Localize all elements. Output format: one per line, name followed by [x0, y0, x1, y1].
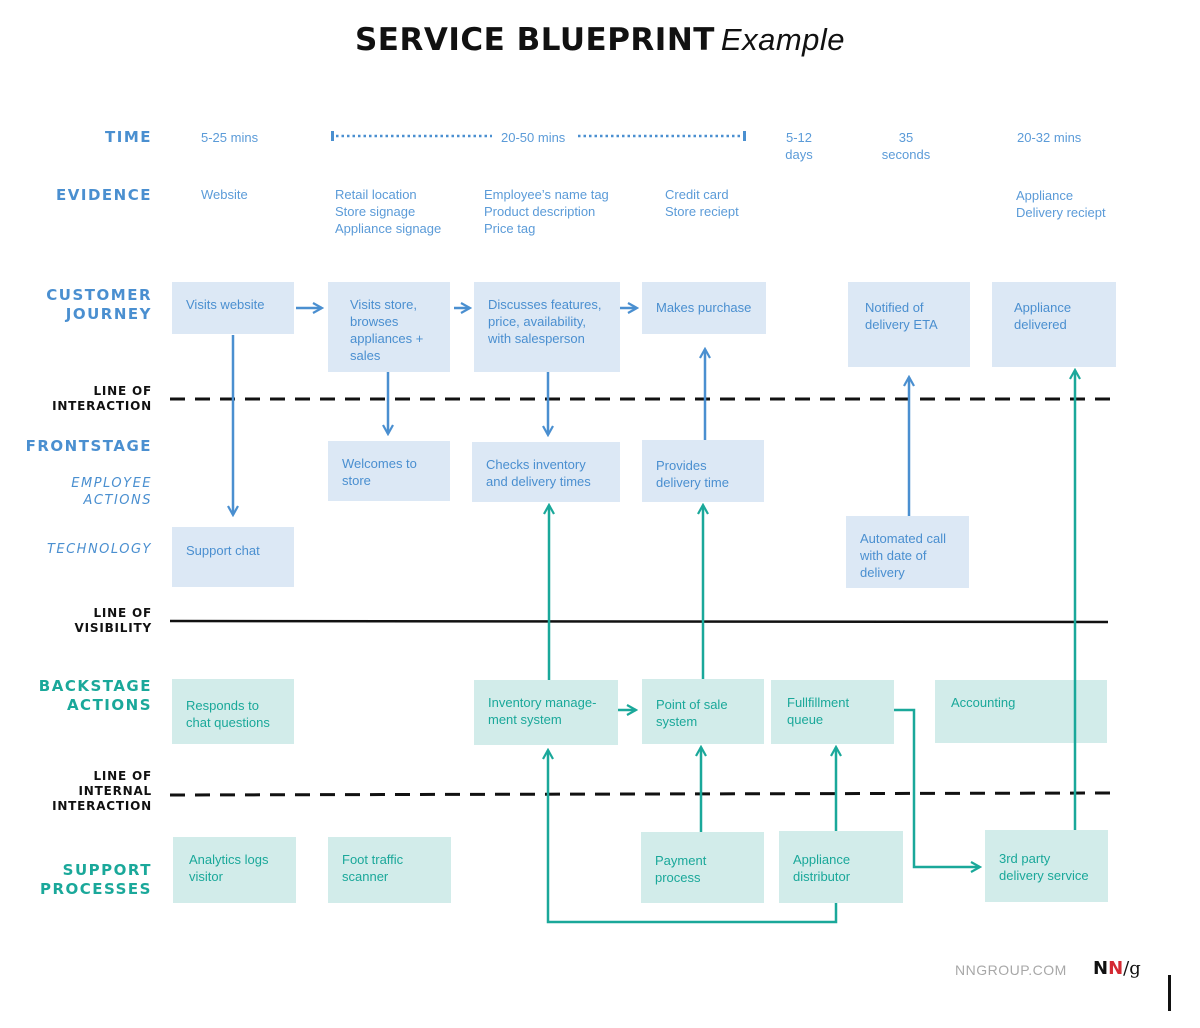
row-label-line: ACTIONS	[66, 696, 152, 714]
employee-action: Welcomes to store	[328, 441, 450, 501]
backstage-action: Point of sale system	[642, 679, 764, 744]
row-label-support-processes: SUPPORT PROCESSES	[40, 861, 152, 899]
row-label-line: BACKSTAGE	[38, 677, 152, 695]
employee-action: Provides delivery time	[642, 440, 764, 502]
row-label-line: LINE OF	[93, 606, 152, 620]
logo-rest: /g	[1123, 958, 1141, 979]
time-col1: 5-25 mins	[201, 130, 259, 145]
line-of-internal-interaction	[169, 791, 1111, 797]
row-label-line: PROCESSES	[39, 880, 152, 898]
time-line: days	[785, 147, 813, 162]
row-label-line: CUSTOMER	[46, 286, 152, 304]
row-label-line: LINE OF	[93, 769, 152, 783]
time-col6: 20-32 mins	[1017, 130, 1082, 145]
row-label-line: INTERACTION	[52, 399, 152, 413]
support-process: 3rd party delivery service	[985, 830, 1108, 902]
evidence-item: Employee’s name tag	[484, 187, 609, 202]
evidence-col6: Appliance Delivery reciept	[1016, 187, 1106, 221]
footer-site: NNGROUP.COM	[955, 962, 1067, 978]
support-process: Appliance distributor	[779, 831, 903, 903]
row-label-line: EMPLOYEE	[71, 476, 152, 491]
title-italic: Example	[720, 22, 846, 57]
time-col4: 5-12 days	[781, 129, 817, 163]
customer-journey-step: Discusses features, price, availability,…	[474, 282, 620, 372]
row-label-frontstage: FRONTSTAGE	[25, 437, 152, 455]
evidence-item: Retail location	[335, 187, 417, 202]
evidence-item: Delivery reciept	[1016, 205, 1106, 220]
backstage-action: Inventory manage-ment system	[474, 680, 618, 745]
evidence-item: Appliance signage	[335, 221, 442, 236]
time-line: 35	[898, 130, 914, 145]
time-col5: 35 seconds	[876, 129, 936, 163]
row-label-line: SUPPORT	[62, 861, 152, 879]
row-label-line-of-interaction: LINE OF INTERACTION	[52, 384, 152, 414]
row-label-line: VISIBILITY	[74, 621, 152, 635]
time-span: 20-50 mins	[501, 130, 566, 145]
evidence-item: Website	[201, 187, 248, 202]
evidence-item: Appliance	[1016, 188, 1074, 203]
logo-n2: N	[1108, 958, 1124, 979]
row-label-employee-actions: EMPLOYEE ACTIONS	[71, 475, 152, 509]
backstage-action: Accounting	[935, 680, 1107, 743]
evidence-col1: Website	[201, 186, 248, 203]
backstage-action: Fullfillment queue	[771, 680, 894, 744]
customer-journey-step: Appliance delivered	[992, 282, 1116, 367]
support-process: Foot traffic scanner	[328, 837, 451, 903]
row-label-line: LINE OF	[93, 384, 152, 398]
row-label-evidence: EVIDENCE	[56, 186, 152, 204]
evidence-item: Product description	[484, 204, 596, 219]
evidence-item: Credit card	[665, 187, 729, 202]
row-label-line: INTERACTION	[52, 799, 152, 813]
evidence-col4: Credit card Store reciept	[665, 186, 739, 220]
customer-journey-step: Visits store, browses appliances + sales	[328, 282, 450, 372]
customer-journey-step: Visits website	[172, 282, 294, 334]
technology-item: Automated call with date of delivery	[846, 516, 969, 588]
evidence-col3: Employee’s name tag Product description …	[484, 186, 609, 237]
employee-action: Checks inventory and delivery times	[472, 442, 620, 502]
row-label-line: ACTIONS	[83, 493, 152, 508]
backstage-action: Responds to chat questions	[172, 679, 294, 744]
evidence-item: Price tag	[484, 221, 536, 236]
customer-journey-step: Makes purchase	[642, 282, 766, 334]
row-label-customer-journey: CUSTOMER JOURNEY	[46, 286, 152, 324]
support-process: Payment process	[641, 832, 764, 903]
time-line: 5-12	[785, 130, 813, 145]
evidence-item: Store signage	[335, 204, 416, 219]
customer-journey-step: Notified of delivery ETA	[848, 282, 970, 367]
row-label-line: JOURNEY	[65, 305, 152, 323]
row-label-technology: TECHNOLOGY	[46, 542, 152, 557]
evidence-col2: Retail location Store signage Appliance …	[335, 186, 441, 237]
row-label-line-of-visibility: LINE OF VISIBILITY	[75, 606, 152, 636]
row-label-line: INTERNAL	[78, 784, 152, 798]
technology-item: Support chat	[172, 527, 294, 587]
line-of-visibility	[169, 619, 1109, 624]
time-span-start-cap	[331, 131, 334, 141]
logo-n1: N	[1093, 958, 1109, 979]
row-label-time: TIME	[105, 128, 152, 146]
row-label-line-of-internal-interaction: LINE OF INTERNAL INTERACTION	[52, 769, 152, 814]
evidence-item: Store reciept	[665, 204, 739, 219]
time-span-end-cap	[743, 131, 746, 141]
time-line: seconds	[881, 147, 931, 162]
nng-logo: NN/g	[1093, 958, 1141, 979]
support-process: Analytics logs visitor	[173, 837, 296, 903]
row-label-backstage-actions: BACKSTAGE ACTIONS	[39, 677, 152, 715]
text-cursor-bar	[1168, 975, 1171, 1011]
title-bold: SERVICE BLUEPRINT	[354, 22, 715, 58]
